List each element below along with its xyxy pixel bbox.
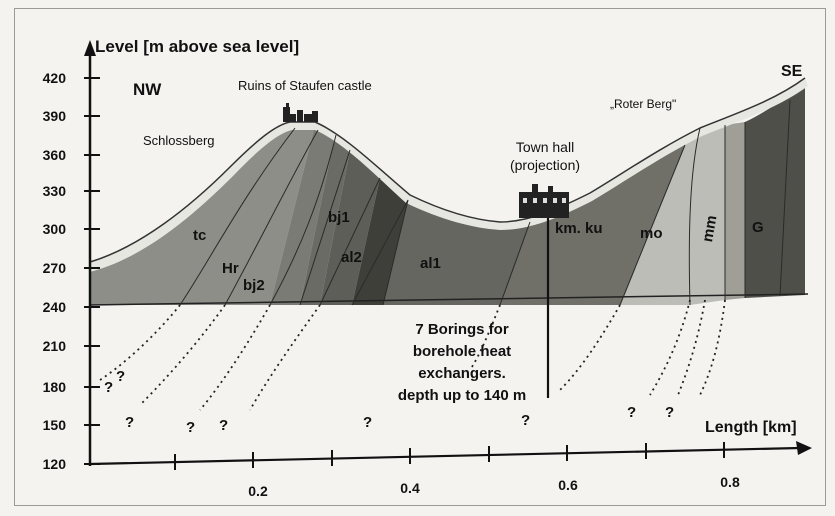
se-label: SE bbox=[781, 63, 803, 80]
x-axis bbox=[89, 441, 812, 470]
nw-label: NW bbox=[133, 80, 162, 99]
unit-label-bj1: bj1 bbox=[328, 209, 350, 226]
layer-hr bbox=[270, 125, 335, 305]
layer-mm bbox=[725, 122, 745, 300]
schlossberg-label: Schlossberg bbox=[143, 133, 215, 148]
surface-line bbox=[89, 77, 806, 263]
borings-line-2: borehole heat bbox=[413, 343, 511, 360]
question-mark: ? bbox=[665, 404, 674, 421]
unit-label-bj2: bj2 bbox=[243, 277, 265, 294]
layer-boundaries bbox=[179, 99, 791, 306]
unit-label-g: G bbox=[752, 219, 764, 236]
question-mark: ? bbox=[116, 368, 125, 385]
unit-labels: tc Hr bj2 bj1 al2 al1 km. ku mo mm G bbox=[193, 209, 764, 294]
figure-frame bbox=[14, 8, 826, 506]
y-tick-label: 210 bbox=[43, 338, 67, 354]
unit-label-mo: mo bbox=[640, 225, 663, 242]
layer-km-ku bbox=[500, 145, 685, 305]
castle-ruins-icon bbox=[283, 103, 318, 122]
question-mark: ? bbox=[627, 404, 636, 421]
town-hall-label: Town hall bbox=[516, 139, 574, 155]
y-tick-label: 270 bbox=[43, 260, 67, 276]
town-hall-icon bbox=[519, 184, 569, 218]
layer-tc bbox=[90, 125, 315, 305]
y-tick-label: 150 bbox=[43, 417, 67, 433]
y-tick-label: 330 bbox=[43, 183, 67, 199]
y-tick-label: 240 bbox=[43, 299, 67, 315]
extrapolation-lines bbox=[99, 299, 726, 411]
x-tick-label: 0.8 bbox=[720, 474, 740, 490]
x-tick-marks bbox=[174, 442, 725, 470]
unit-label-al1: al1 bbox=[420, 255, 441, 272]
x-tick-label: 0.2 bbox=[248, 483, 268, 499]
baseline-240 bbox=[89, 293, 809, 306]
borings-line-4: depth up to 140 m bbox=[398, 387, 526, 404]
y-tick-label: 180 bbox=[43, 379, 67, 395]
question-mark: ? bbox=[219, 417, 228, 434]
layer-mo bbox=[620, 125, 725, 305]
unit-label-tc: tc bbox=[193, 227, 206, 244]
question-marks: ? ? ? ? ? ? ? ? ? bbox=[104, 368, 674, 436]
question-mark: ? bbox=[521, 412, 530, 429]
unit-label-mm: mm bbox=[699, 214, 720, 243]
borings-annotation: 7 Borings for borehole heat exchangers. … bbox=[398, 321, 526, 404]
layer-g bbox=[745, 80, 805, 298]
y-tick-label: 300 bbox=[43, 221, 67, 237]
unit-label-hr: Hr bbox=[222, 260, 239, 277]
layer-al2 bbox=[352, 178, 408, 305]
y-tick-label: 120 bbox=[43, 456, 67, 472]
x-tick-label: 0.4 bbox=[400, 480, 420, 496]
y-tick-label: 390 bbox=[43, 108, 67, 124]
surface-band bbox=[90, 78, 808, 272]
question-mark: ? bbox=[125, 414, 134, 431]
town-hall-projection-label: (projection) bbox=[510, 157, 580, 173]
question-mark: ? bbox=[363, 414, 372, 431]
geology-layers bbox=[89, 77, 809, 306]
unit-label-al2: al2 bbox=[341, 249, 362, 266]
x-tick-label: 0.6 bbox=[558, 477, 578, 493]
y-axis bbox=[84, 40, 100, 466]
borings-line-3: exchangers. bbox=[418, 365, 506, 382]
y-tick-label: 360 bbox=[43, 147, 67, 163]
layer-bj2 bbox=[300, 135, 350, 305]
x-tick-labels: 0.2 0.4 0.6 0.8 bbox=[248, 474, 740, 499]
question-mark: ? bbox=[104, 379, 113, 396]
borings-line-1: 7 Borings for bbox=[415, 321, 509, 338]
unit-label-km-ku: km. ku bbox=[555, 220, 603, 237]
ruins-label: Ruins of Staufen castle bbox=[238, 78, 372, 93]
x-axis-title: Length [km] bbox=[705, 419, 797, 436]
y-tick-labels: 420 390 360 330 300 270 240 210 180 150 … bbox=[43, 70, 67, 472]
y-axis-title: Level [m above sea level] bbox=[95, 37, 299, 56]
roter-berg-label: „Roter Berg" bbox=[610, 97, 676, 111]
y-tick-label: 420 bbox=[43, 70, 67, 86]
layer-bj1 bbox=[320, 150, 380, 305]
question-mark: ? bbox=[186, 419, 195, 436]
